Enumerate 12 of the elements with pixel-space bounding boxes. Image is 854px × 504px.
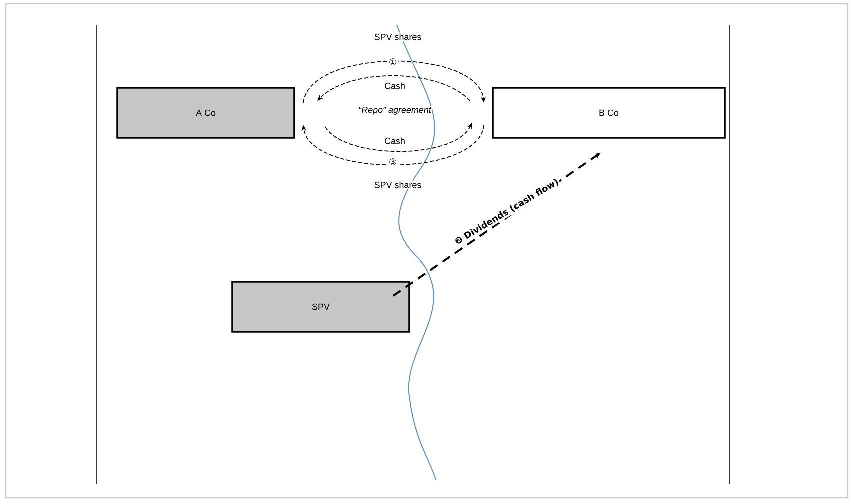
entity-box: B Co — [492, 87, 726, 139]
edge-label: SPV shares — [373, 32, 423, 42]
entity-box: A Co — [116, 87, 296, 139]
note-text: “Repo” agreement — [358, 106, 432, 116]
note-text: ① — [388, 58, 398, 66]
arrow — [302, 60, 486, 104]
edge-label: SPV shares — [373, 180, 423, 190]
edge-label: Cash — [384, 82, 406, 90]
edge-label: Cash — [384, 136, 406, 146]
arrow — [302, 124, 485, 166]
note-text: ③ — [388, 158, 398, 166]
entity-box: SPV — [232, 281, 410, 333]
